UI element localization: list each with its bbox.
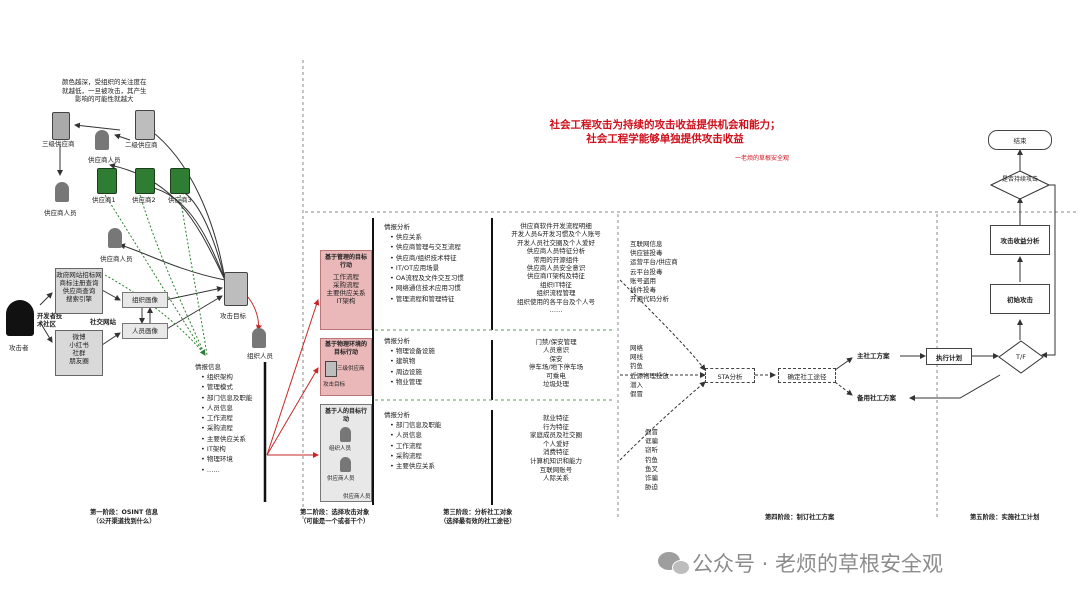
execute-plan-box: 执行计划	[926, 348, 972, 365]
level2-vendor-label: 二级供应商	[125, 141, 158, 149]
open-social-label: 开发者技术社区	[37, 313, 63, 328]
person-icon	[340, 457, 351, 472]
red-headline: 社会工程攻击为持续的攻击收益提供机会和能力； 社会工程学能够单独提供攻击收益	[549, 119, 781, 145]
intel-block-person: 情报分析 部门信息及职能 人员信息 工作流程 采购流程 主要供应关系	[384, 410, 441, 471]
target-server-icon	[224, 272, 248, 306]
target-label: 攻击目标	[220, 312, 246, 320]
intel-block-physical: 情报分析 物理设备设施 建筑物 周边设施 物业管理	[384, 336, 435, 387]
social-network-label: 社交网站	[90, 318, 116, 326]
person-icon	[108, 228, 122, 248]
confirm-path-box: 确定社工途径	[778, 368, 836, 383]
stage3-caption: 第三阶段：分析社工对象 （选择最有效的社工途径）	[440, 509, 516, 525]
person-target-box: 基于人的目标行动 组织人员 供应商人员 供应商人员	[320, 404, 372, 502]
server-green-icon	[135, 168, 155, 194]
attack-vectors-physical: 网络 网线 钓鱼 近源物理投放 潜入 假冒	[630, 344, 669, 399]
server-icon	[325, 361, 337, 377]
vendor-person-label: 供应商人员	[44, 209, 77, 217]
intel-block-management: 情报分析 供应关系 供应商管理与交互流程 供应商/组织技术特征 IT/OT应用场…	[384, 222, 464, 304]
server-green-icon	[170, 168, 190, 194]
tf-diamond	[998, 340, 1044, 374]
tf-label: T/F	[1016, 353, 1026, 361]
vendor2-label: 供应商2	[132, 196, 156, 204]
end-terminal: 结束	[988, 130, 1052, 150]
continue-label: 是否持续攻击	[1001, 176, 1038, 183]
person-icon	[55, 182, 69, 202]
vendor-person-label: 供应商人员	[88, 156, 121, 164]
social-sources-box: 微博 小红书 社群 朋友圈	[55, 330, 103, 376]
red-signature: 一老烦的草根安全观	[735, 155, 790, 162]
intel-info-list: 情报信息 组织架构 管理模式 部门信息及职能 人员信息 工作流程 采购流程 主要…	[195, 362, 252, 475]
physical-target-box: 基于物理环境的目标行动 三级供应商 攻击目标	[320, 338, 372, 396]
benefit-analysis-box: 攻击收益分析	[990, 225, 1050, 255]
attacker-label: 攻击者	[9, 344, 29, 352]
attack-vectors-person: 假冒 诓骗 窃听 钓鱼 鱼叉 诈骗 胁迫	[645, 428, 658, 492]
vendor1-label: 供应商1	[92, 196, 116, 204]
org-profile-box: 组织画像	[122, 292, 168, 308]
management-target-box: 基于管理的目标行动 工作流程 采购流程 主要供应关系 IT架构	[320, 250, 372, 330]
wechat-icon-bubble	[672, 560, 690, 575]
attacker-icon	[6, 300, 34, 336]
person-icon	[95, 130, 109, 150]
continue-diamond	[990, 170, 1050, 200]
attack-vectors-internet: 互联网信息 供应链投毒 运营平台/供应商 云平台投毒 账号盗用 插件投毒 开源代…	[630, 240, 678, 304]
stage4-caption: 第四阶段：制订社工方案	[765, 514, 835, 521]
osint-sources-box: 政府网站招标网 商标注册查询 供应商查询 搜索引擎	[55, 268, 103, 314]
person-profile-box: 人员画像	[122, 323, 168, 339]
color-note: 颜色越深，受组织的关注度在 就越低，一旦被攻击，其产生 影响的可能性就越大	[62, 78, 147, 103]
level3-vendor-label: 三级供应商	[42, 140, 75, 148]
org-person-label: 组织人员	[247, 352, 273, 360]
server-icon	[135, 110, 155, 140]
physical-findings: 门禁/保安管理 人员意识 保安 停车场/地下停车场 可乘电 垃圾处理	[528, 338, 584, 389]
vendor3-label: 供应商3	[168, 196, 192, 204]
vendor-person-label: 供应商人员	[100, 255, 133, 263]
main-plan-label: 主社工方案	[857, 352, 890, 360]
sta-analysis-box: STA分析	[705, 368, 755, 383]
person-icon	[340, 427, 351, 442]
management-findings: 供应商软件开发流程明细 开发人员&开发习惯及个人账号 开发人员社交圈及个人爱好 …	[511, 222, 601, 315]
server-icon	[52, 112, 70, 140]
backup-plan-label: 备用社工方案	[857, 394, 896, 402]
person-findings: 就业特征 行为特征 家庭成员及社交圈 个人爱好 消费特征 计算机知识和能力 互联…	[530, 414, 582, 483]
initial-attack-box: 初始攻击	[990, 284, 1050, 314]
server-green-icon	[97, 168, 117, 194]
stage5-caption: 第五阶段：实施社工计划	[970, 514, 1040, 521]
stage2-caption: 第二阶段：选择攻击对象 （可能是一个或者干个）	[300, 509, 370, 525]
stage1-caption: 第一阶段：OSINT 信息 （公开渠道找到什么）	[90, 509, 159, 525]
person-icon	[252, 328, 266, 348]
watermark-text: 公众号 · 老烦的草根安全观	[692, 552, 944, 576]
